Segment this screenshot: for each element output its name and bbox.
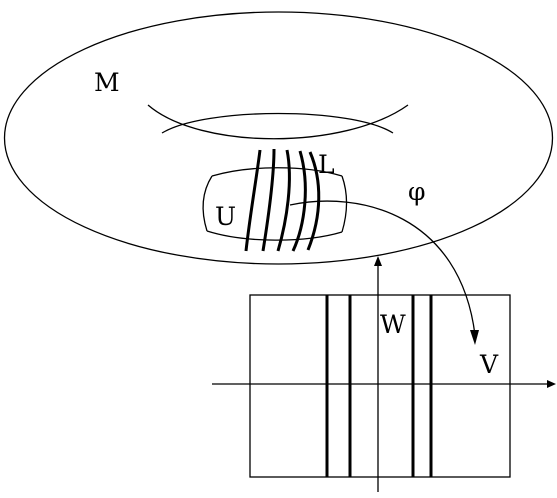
torus-hole-upper-curve bbox=[147, 104, 409, 140]
chart-rectangle-frame bbox=[249, 294, 511, 478]
chart-domain-top-edge bbox=[211, 167, 343, 177]
axes bbox=[212, 265, 549, 492]
chart-domain-right-edge bbox=[341, 175, 348, 233]
torus bbox=[3, 11, 554, 265]
leaf-curve bbox=[306, 151, 321, 251]
plaques bbox=[325, 295, 433, 477]
chart-domain-bottom-edge bbox=[206, 230, 343, 241]
chart-domain-label: U bbox=[215, 202, 236, 231]
leaf-label: L bbox=[318, 150, 335, 179]
chart-domain-u bbox=[202, 167, 348, 241]
chart-rectangle bbox=[249, 294, 511, 478]
manifold-label: M bbox=[94, 68, 120, 97]
chart-domain-left-edge bbox=[202, 175, 213, 232]
leaf-curve bbox=[276, 149, 291, 252]
leaves-on-torus bbox=[244, 148, 321, 252]
leaf-axis-label: V bbox=[479, 350, 499, 379]
map-phi-arrowhead bbox=[470, 330, 479, 345]
transversal-axis-label: W bbox=[380, 310, 406, 339]
vertical-axis-arrowhead bbox=[374, 256, 382, 266]
torus-hole-lower-curve bbox=[161, 112, 394, 134]
chart-map-label: φ bbox=[408, 177, 426, 206]
map-phi-arrow bbox=[289, 200, 476, 336]
leaf-curve bbox=[261, 148, 276, 252]
torus-outer-boundary bbox=[3, 11, 554, 265]
leaf-curve bbox=[244, 149, 262, 252]
leaf-curve bbox=[291, 150, 307, 252]
horizontal-axis-arrowhead bbox=[547, 380, 556, 388]
